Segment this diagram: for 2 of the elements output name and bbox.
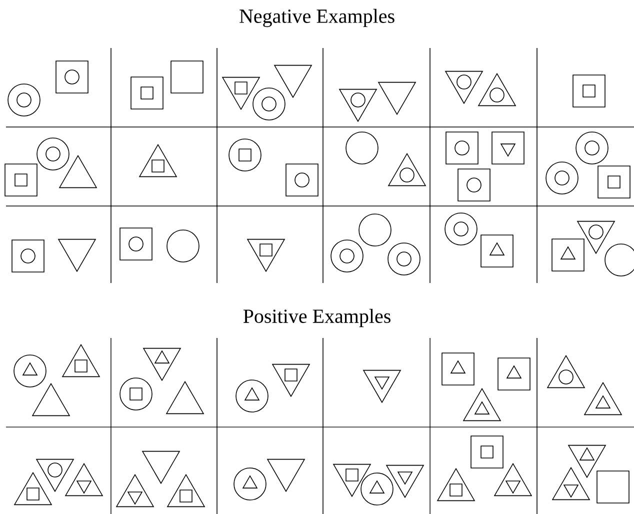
heading: Negative Examples xyxy=(240,8,394,28)
heading: Positive Examples xyxy=(243,308,390,328)
